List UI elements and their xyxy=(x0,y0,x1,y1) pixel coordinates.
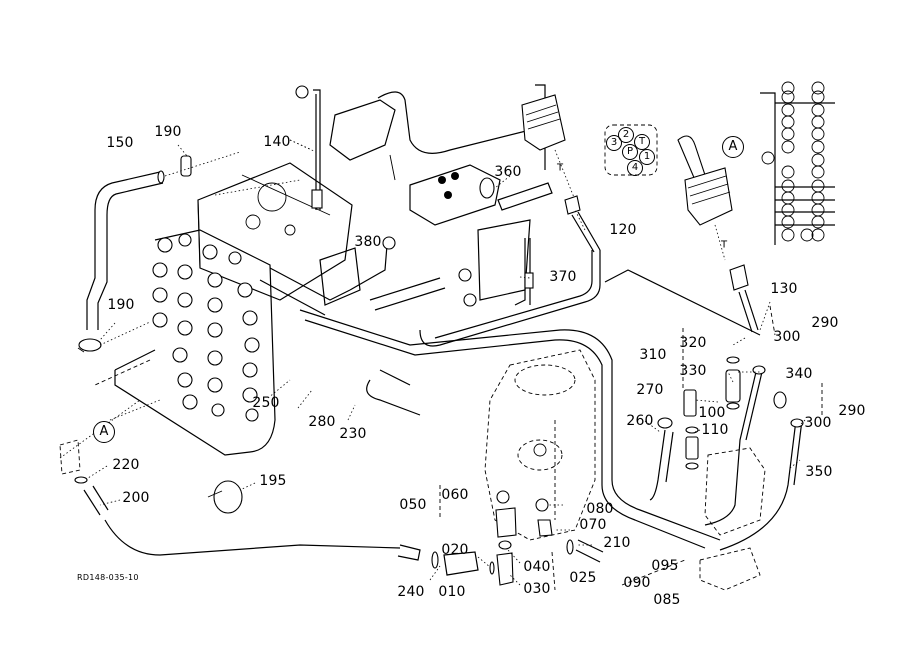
callout-360: 360 xyxy=(494,164,522,180)
pump-fittings-010-030 xyxy=(431,507,604,586)
callout-050: 050 xyxy=(399,497,427,513)
connector-pin xyxy=(781,215,795,229)
connector-pin xyxy=(781,81,795,95)
detail-marker-a: A xyxy=(722,136,744,158)
callout-290b: 290 xyxy=(838,403,866,419)
connector-pin xyxy=(781,191,795,205)
callout-140: 140 xyxy=(263,134,291,150)
callout-230: 230 xyxy=(339,426,367,442)
callout-060: 060 xyxy=(441,487,469,503)
connector-pin xyxy=(781,165,795,179)
callout-095: 095 xyxy=(651,558,679,574)
connector-pin xyxy=(811,115,825,129)
connector-pin xyxy=(781,203,795,217)
callout-030: 030 xyxy=(523,581,551,597)
connector-pin xyxy=(811,191,825,205)
connector-pin xyxy=(811,165,825,179)
detail-a-pins xyxy=(761,81,825,242)
solenoid-valve-360 xyxy=(329,91,553,226)
callout-190a: 190 xyxy=(154,124,182,140)
callout-130: 130 xyxy=(770,281,798,297)
callout-300b: 300 xyxy=(804,415,832,431)
pilot-port-3: 3 xyxy=(606,135,622,151)
control-valve-block xyxy=(59,162,353,459)
callout-370: 370 xyxy=(549,269,577,285)
connector-pin xyxy=(811,81,825,95)
connector-pin xyxy=(811,127,825,141)
detail-a-connector xyxy=(760,92,835,245)
pilot-port-p: P xyxy=(622,144,638,160)
callout-190b: 190 xyxy=(107,297,135,313)
pilot-port-2: 2 xyxy=(618,127,634,143)
callout-025: 025 xyxy=(569,570,597,586)
pilot-hose-bundle xyxy=(259,250,761,549)
callout-150: 150 xyxy=(106,135,134,151)
hose-clamp-190-bottom xyxy=(77,321,151,353)
joystick-right-130 xyxy=(677,135,759,333)
joystick-left-port-t: T xyxy=(556,162,564,174)
connector-pin xyxy=(811,153,825,167)
callout-260: 260 xyxy=(626,413,654,429)
callout-240: 240 xyxy=(397,584,425,600)
connector-pin xyxy=(781,140,795,154)
callout-090: 090 xyxy=(623,575,651,591)
connector-pin xyxy=(811,203,825,217)
connector-pin xyxy=(761,151,775,165)
callout-320: 320 xyxy=(679,335,707,351)
callout-040: 040 xyxy=(523,559,551,575)
callout-250: 250 xyxy=(252,395,280,411)
connector-pin xyxy=(781,90,795,104)
callout-100: 100 xyxy=(698,405,726,421)
detail-marker-a-ref: A xyxy=(93,421,115,443)
callout-380: 380 xyxy=(354,234,382,250)
connector-pin xyxy=(781,179,795,193)
callout-290a: 290 xyxy=(811,315,839,331)
connector-pin xyxy=(781,103,795,117)
callout-195: 195 xyxy=(259,473,287,489)
pilot-port-4: 4 xyxy=(627,160,643,176)
connector-pin xyxy=(811,179,825,193)
callout-080: 080 xyxy=(586,501,614,517)
connector-pin xyxy=(781,115,795,129)
callout-330: 330 xyxy=(679,363,707,379)
callout-280: 280 xyxy=(308,414,336,430)
callout-120: 120 xyxy=(609,222,637,238)
group-brackets xyxy=(439,305,823,591)
connector-pin xyxy=(781,228,795,242)
drawing-reference-code: RD148-035-10 xyxy=(77,573,139,582)
connector-pin xyxy=(811,215,825,229)
connector-pin xyxy=(811,140,825,154)
callout-350: 350 xyxy=(805,464,833,480)
fittings-right xyxy=(649,356,804,551)
hose-clamp-190-top xyxy=(164,151,241,177)
hose-bracket-370 xyxy=(369,219,534,311)
callout-310: 310 xyxy=(639,347,667,363)
joystick-right-port-t: T xyxy=(720,239,728,251)
joystick-left-120 xyxy=(521,84,601,253)
hose-200 xyxy=(59,439,421,561)
swivel-joint-block xyxy=(699,447,766,591)
callout-070: 070 xyxy=(579,517,607,533)
hose-150 xyxy=(86,170,165,330)
connector-pin xyxy=(781,127,795,141)
pipe-140 xyxy=(289,85,323,210)
hose-380 xyxy=(319,236,396,306)
callout-220: 220 xyxy=(112,457,140,473)
pilot-port-1: 1 xyxy=(639,149,655,165)
connector-pin xyxy=(811,90,825,104)
leader-lines xyxy=(87,139,806,586)
hose-band-195 xyxy=(207,480,243,514)
connector-pin xyxy=(800,228,814,242)
callout-085: 085 xyxy=(653,592,681,608)
callout-210: 210 xyxy=(603,535,631,551)
connector-pin xyxy=(811,228,825,242)
callout-110: 110 xyxy=(701,422,729,438)
callout-270: 270 xyxy=(636,382,664,398)
connector-pin xyxy=(811,103,825,117)
callout-340: 340 xyxy=(785,366,813,382)
callout-300a: 300 xyxy=(773,329,801,345)
callout-200: 200 xyxy=(122,490,150,506)
callout-020: 020 xyxy=(441,542,469,558)
callout-010: 010 xyxy=(438,584,466,600)
